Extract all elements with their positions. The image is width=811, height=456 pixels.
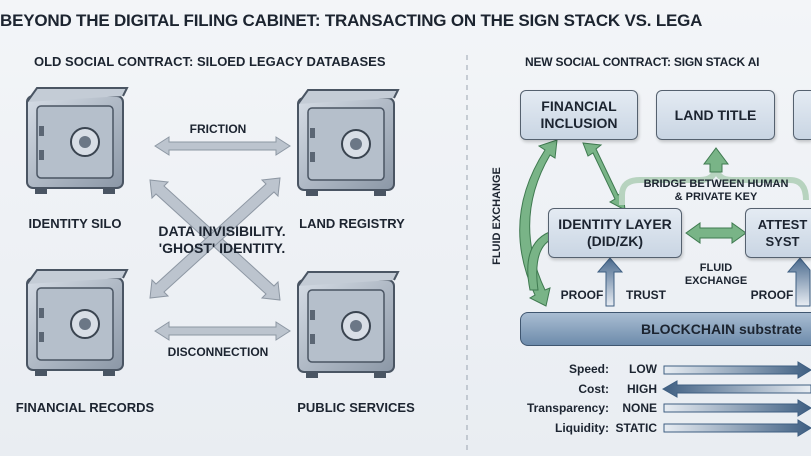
metric-key: Liquidity: bbox=[555, 421, 609, 435]
disconnection-label: DISCONNECTION bbox=[167, 345, 269, 359]
identity-layer-box: IDENTITY LAYER (DID/ZK) bbox=[548, 208, 682, 258]
trust-label: TRUST bbox=[626, 288, 666, 302]
center-text-line1: DATA INVISIBILITY. bbox=[158, 223, 286, 239]
metric-key: Transparency: bbox=[526, 401, 609, 415]
right-section-header: NEW SOCIAL CONTRACT: SIGN STACK AI bbox=[525, 55, 760, 69]
metric-value: HIGH bbox=[627, 382, 657, 396]
metric-key: Cost: bbox=[578, 382, 609, 396]
fluid-exchange-mid-label: FLUID EXCHANGE bbox=[684, 262, 748, 287]
silo-label: PUBLIC SERVICES bbox=[297, 400, 415, 415]
financial-inclusion-box: FINANCIAL INCLUSION bbox=[520, 90, 638, 140]
liquidity-arrow bbox=[663, 419, 811, 437]
cost-arrow bbox=[661, 380, 811, 398]
fluid-exchange-side-label: FLUID EXCHANGE bbox=[491, 167, 503, 265]
transparency-arrow bbox=[663, 399, 811, 417]
vault-safe-icon bbox=[297, 89, 399, 197]
third-outcome-box bbox=[793, 90, 811, 140]
speed-arrow bbox=[663, 361, 811, 379]
blockchain-substrate-bar: BLOCKCHAIN substrate bbox=[520, 312, 811, 346]
friction-arrow bbox=[154, 136, 291, 156]
proof-label: PROOF bbox=[750, 288, 794, 302]
silo-label: LAND REGISTRY bbox=[299, 216, 405, 231]
silo-label: FINANCIAL RECORDS bbox=[15, 400, 155, 415]
proof-trust-arrow bbox=[596, 257, 624, 307]
bridge-label: BRIDGE BETWEEN HUMAN & PRIVATE KEY bbox=[643, 178, 789, 203]
metric-value: LOW bbox=[629, 362, 657, 376]
left-section-header: OLD SOCIAL CONTRACT: SILOED LEGACY DATAB… bbox=[34, 54, 386, 69]
bridge-arc bbox=[619, 164, 809, 205]
metric-value: NONE bbox=[622, 401, 657, 415]
silo-label: IDENTITY SILO bbox=[28, 216, 122, 231]
center-text-line2: 'GHOST' IDENTITY. bbox=[158, 240, 286, 256]
inclusion-arrow bbox=[582, 142, 626, 211]
proof-arrow bbox=[786, 257, 811, 307]
page-title: BEYOND THE DIGITAL FILING CABINET: TRANS… bbox=[0, 11, 703, 30]
vault-safe-icon bbox=[26, 87, 128, 195]
vault-safe-icon bbox=[297, 271, 399, 379]
bridge-arrow-up bbox=[703, 147, 729, 173]
attestation-box: ATTEST SYST bbox=[745, 208, 811, 258]
metric-key: Speed: bbox=[568, 362, 609, 376]
land-title-box: LAND TITLE bbox=[656, 90, 775, 140]
disconnection-arrow bbox=[154, 321, 291, 341]
proof-label: PROOF bbox=[560, 288, 604, 302]
friction-label: FRICTION bbox=[189, 122, 247, 136]
identity-attest-arrow bbox=[685, 222, 747, 244]
grey-arrows bbox=[149, 136, 291, 341]
diagonal-arrow bbox=[149, 177, 281, 299]
metric-value: STATIC bbox=[615, 421, 657, 435]
vault-safe-icon bbox=[26, 269, 128, 377]
